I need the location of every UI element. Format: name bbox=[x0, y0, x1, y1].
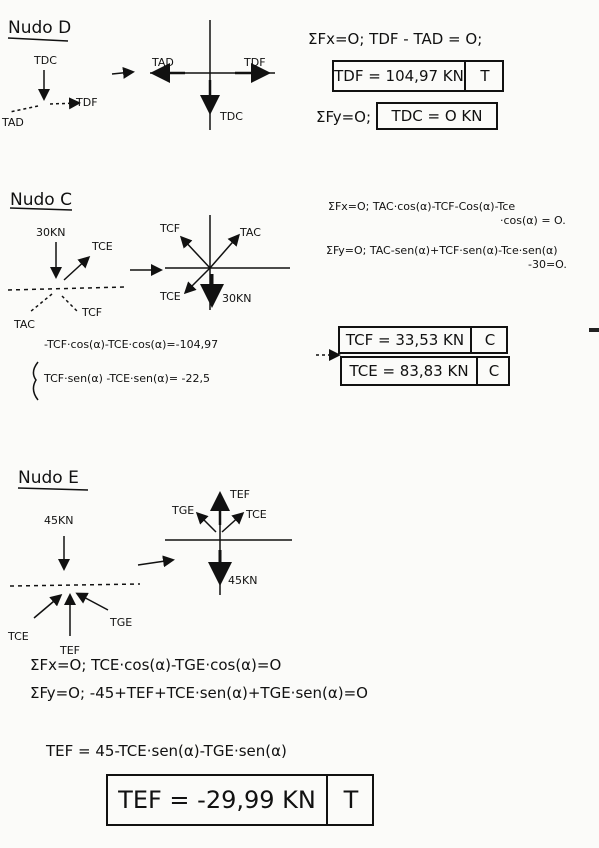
node-c-label-tce: TCE bbox=[92, 240, 113, 253]
node-e-label-tge: TGE bbox=[110, 616, 133, 629]
node-e-fbd-tce: TCE bbox=[246, 508, 267, 521]
node-e-fbd-tge: TGE bbox=[172, 504, 195, 517]
node-d-eq-fx: ΣFx=O; TDF - TAD = O; bbox=[308, 30, 483, 48]
node-c-fbd-tac: TAC bbox=[240, 226, 261, 239]
node-c-title: Nudo C bbox=[10, 190, 72, 210]
node-e-result-tef: TEF = -29,99 KN bbox=[118, 786, 316, 814]
node-e-result-tef-type: T bbox=[326, 776, 374, 824]
node-e-eq-fy: ΣFy=O; -45+TEF+TCE·sen(α)+TGE·sen(α)=O bbox=[30, 684, 368, 702]
node-d-result-tdf: TDF = 104,97 KN bbox=[334, 67, 464, 85]
node-e-eq-fx: ΣFx=O; TCE·cos(α)-TGE·cos(α)=O bbox=[30, 656, 282, 674]
node-d-title: Nudo D bbox=[8, 18, 72, 38]
node-d-label-tad: TAD bbox=[2, 116, 24, 129]
node-c-result-tce: TCE = 83,83 KN bbox=[349, 362, 469, 380]
node-d-label-tdf: TDF bbox=[76, 96, 98, 109]
node-e-title: Nudo E bbox=[18, 468, 79, 488]
node-e-fbd-tef: TEF bbox=[230, 488, 250, 501]
node-d-fbd-tad: TAD bbox=[152, 56, 174, 69]
node-c-label-tac: TAC bbox=[14, 318, 35, 331]
node-c-result-tcf-type: C bbox=[470, 328, 508, 352]
node-c-fbd-tce: TCE bbox=[160, 290, 181, 303]
node-c-result-tce-box: TCE = 83,83 KN C bbox=[340, 356, 510, 386]
node-c-fbd-load: 30KN bbox=[222, 292, 252, 305]
node-d-result-tdc: TDC = O KN bbox=[391, 107, 483, 125]
node-c-eq-fy-2: -30=O. bbox=[528, 258, 567, 271]
node-c-label-load: 30KN bbox=[36, 226, 66, 239]
node-e-result-tef-box: TEF = -29,99 KN T bbox=[106, 774, 374, 826]
node-c-label-tcf: TCF bbox=[82, 306, 103, 319]
node-e-label-load: 45KN bbox=[44, 514, 74, 527]
node-d-result-tdf-type: T bbox=[464, 62, 504, 90]
node-e-label-tce: TCE bbox=[8, 630, 29, 643]
node-d-label-tdc: TDC bbox=[34, 54, 57, 67]
node-d-result-tdc-box: TDC = O KN bbox=[376, 102, 498, 130]
node-c-eq-fy-1: ΣFy=O; TAC-sen(α)+TCF·sen(α)-Tce·sen(α) bbox=[326, 244, 558, 257]
node-e-fbd-load: 45KN bbox=[228, 574, 258, 587]
node-e-label-tef: TEF bbox=[60, 644, 80, 657]
node-d-result-tdf-box: TDF = 104,97 KN T bbox=[332, 60, 504, 92]
node-c-eq-fx-2: ·cos(α) = O. bbox=[500, 214, 566, 227]
node-d-eq-fy: ΣFy=O; bbox=[316, 108, 372, 126]
node-c-result-tcf-box: TCF = 33,53 KN C bbox=[338, 326, 508, 354]
node-d-fbd-tdc: TDC bbox=[220, 110, 243, 123]
node-e-eq-tef: TEF = 45-TCE·sen(α)-TGE·sen(α) bbox=[46, 742, 287, 760]
node-c-system-eq-1: -TCF·cos(α)-TCE·cos(α)=-104,97 bbox=[44, 338, 219, 351]
node-d-fbd-tdf: TDF bbox=[244, 56, 266, 69]
node-c-result-tcf: TCF = 33,53 KN bbox=[345, 331, 465, 349]
node-c-fbd-tcf: TCF bbox=[160, 222, 181, 235]
node-c-system-eq-2: TCF·sen(α) -TCE·sen(α)= -22,5 bbox=[44, 372, 211, 385]
page-edge-mark bbox=[589, 328, 599, 332]
node-c-result-tce-type: C bbox=[476, 358, 510, 384]
node-c-eq-fx-1: ΣFx=O; TAC·cos(α)-TCF-Cos(α)-Tce bbox=[328, 200, 516, 213]
